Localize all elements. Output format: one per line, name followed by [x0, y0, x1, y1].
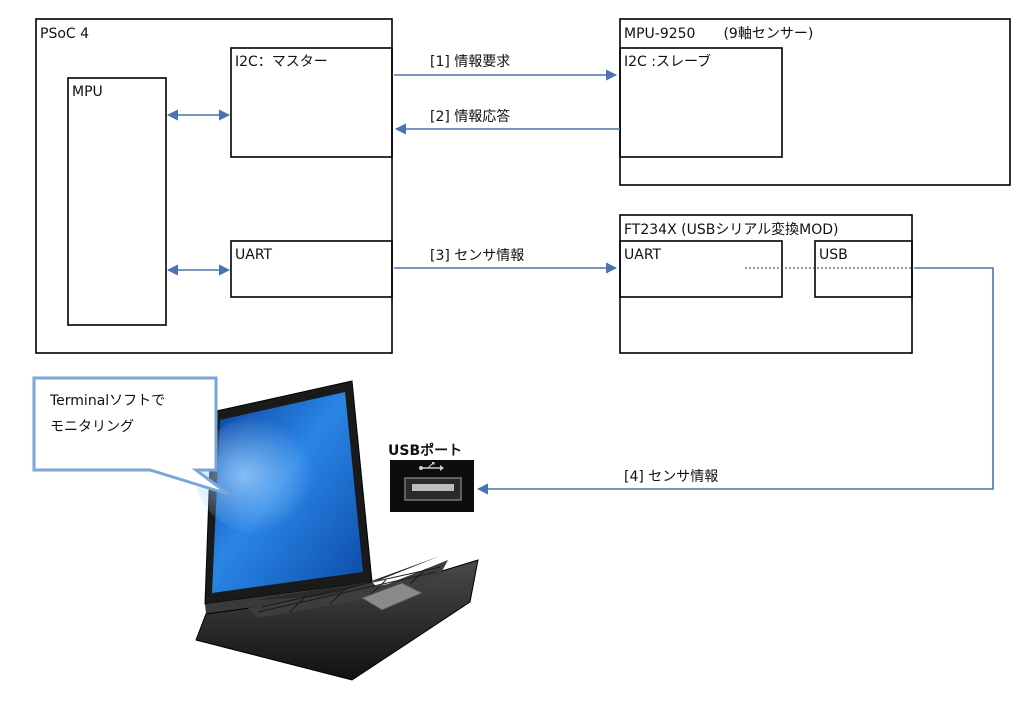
callout-line-2: モニタリング — [50, 419, 134, 435]
usb-ft-block — [814, 240, 913, 298]
uart-psoc-block — [230, 240, 393, 298]
psoc4-block — [35, 18, 393, 354]
info-request-label: [1] 情報要求 — [430, 54, 510, 70]
psoc4-label: PSoC 4 — [40, 26, 89, 42]
laptop-touchpad — [360, 582, 424, 611]
usb-ft-label: USB — [819, 247, 848, 263]
usb-port-image — [390, 460, 474, 512]
callout-line-1: Terminalソフトで — [49, 393, 165, 409]
i2c-master-block — [230, 47, 393, 158]
laptop-image — [195, 380, 479, 681]
info-response-label: [2] 情報応答 — [430, 108, 510, 125]
mpu-core-label: MPU — [72, 84, 103, 100]
mpu9250-label: MPU-9250 (9軸センサー) — [624, 26, 813, 42]
usb-port-label: USBポート — [388, 442, 462, 459]
sensor-info-4-label: [4] センサ情報 — [624, 469, 718, 485]
callout-bubble — [32, 376, 229, 496]
i2c-master-label: I2C：マスター — [235, 54, 328, 70]
sensor-info-4-arrow — [476, 267, 994, 495]
screen-glow — [195, 415, 335, 535]
mpu9250-block — [619, 18, 1011, 186]
i2c-slave-label: I2C :スレーブ — [624, 53, 711, 70]
ft234x-label: FT234X (USBシリアル変換MOD) — [624, 221, 839, 238]
uart-psoc-label: UART — [235, 247, 273, 263]
i2c-slave-block — [619, 47, 783, 158]
keyboard-key-grid — [257, 566, 441, 613]
uart-ft-label: UART — [624, 247, 662, 263]
mpu-core-block — [67, 77, 167, 326]
usb-socket-tongue — [412, 484, 454, 491]
uart-ft-block — [619, 240, 783, 298]
usb-symbol-icon — [419, 462, 444, 471]
sensor-info-3-label: [3] センサ情報 — [430, 248, 524, 264]
